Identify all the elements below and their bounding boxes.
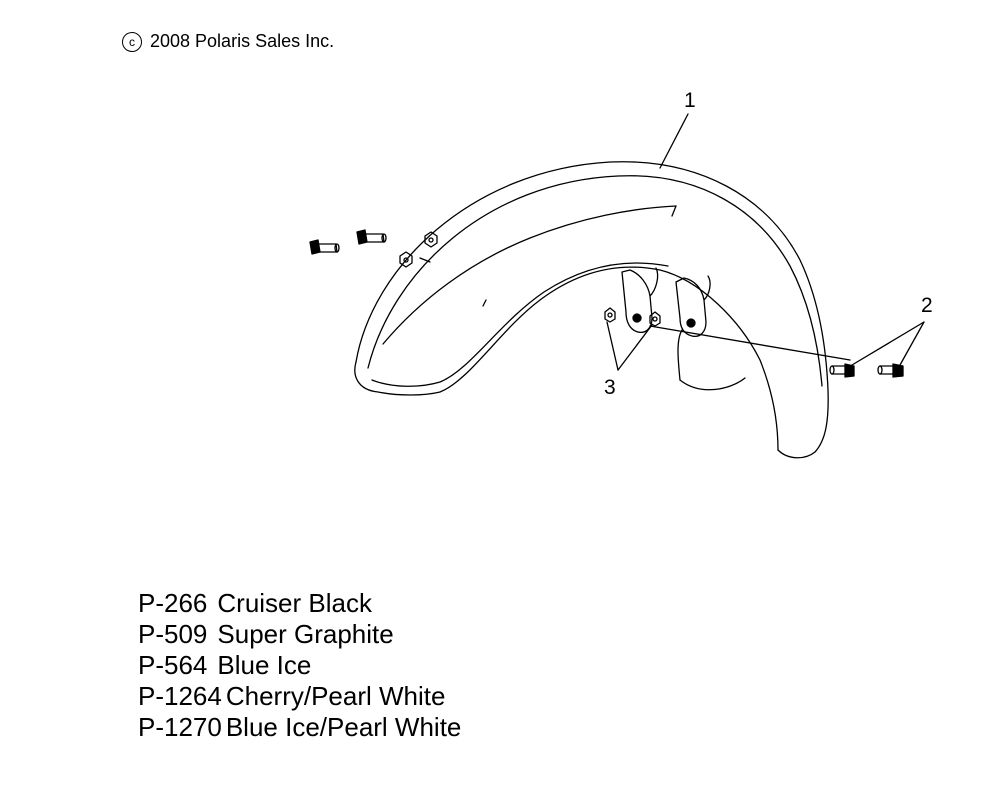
nut-bracket-left: [604, 307, 616, 323]
color-name: Blue Ice: [217, 650, 312, 680]
leader-1: [659, 113, 689, 169]
callout-3: 3: [604, 376, 616, 399]
bolt-right-outer: [877, 363, 904, 378]
leader-3a: [606, 321, 619, 371]
color-name: Cruiser Black: [217, 588, 372, 618]
color-code: P-564: [138, 650, 208, 680]
copyright-notice: c 2008 Polaris Sales Inc.: [122, 30, 334, 52]
right-mount-bracket: [675, 275, 711, 338]
left-mount-bracket: [621, 267, 659, 334]
color-name: Cherry/Pearl White: [225, 681, 446, 711]
nut-bracket-right: [649, 311, 661, 327]
copyright-text: 2008 Polaris Sales Inc.: [150, 31, 335, 51]
copyright-symbol: c: [122, 32, 142, 52]
leader-2b: [899, 321, 925, 366]
callout-2: 2: [921, 294, 933, 317]
color-code: P-1264: [138, 681, 222, 711]
front-fender: [354, 161, 829, 459]
color-legend: P-266 Cruiser Black P-509 Super Graphite P…: [138, 588, 461, 743]
color-code: P-266: [138, 588, 208, 618]
leader-3b: [617, 324, 653, 371]
bolt-upper-left: [309, 239, 340, 255]
color-name: Blue Ice/Pearl White: [225, 712, 462, 742]
legend-row: P-266 Cruiser Black: [138, 588, 461, 619]
nut-upper-right: [424, 231, 438, 248]
color-name: Super Graphite: [217, 619, 394, 649]
legend-row: P-509 Super Graphite: [138, 619, 461, 650]
leader-2a: [851, 321, 925, 366]
legend-row: P-564 Blue Ice: [138, 650, 461, 681]
bolt-axis-line: [649, 325, 851, 361]
color-code: P-1270: [138, 712, 222, 742]
bolt-upper-middle: [356, 229, 387, 245]
nut-upper-lower: [399, 251, 413, 268]
color-code: P-509: [138, 619, 208, 649]
callout-1: 1: [684, 89, 696, 112]
bolt-right-inner: [829, 363, 855, 378]
